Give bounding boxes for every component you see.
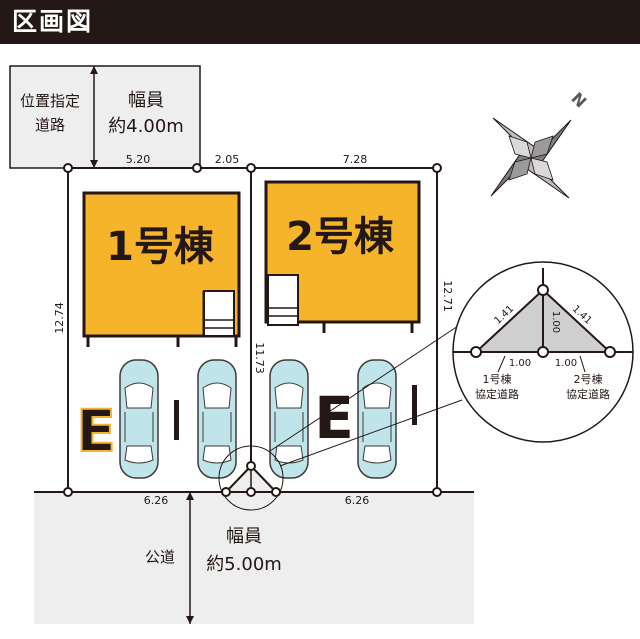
car xyxy=(269,359,309,479)
detail-left-base: 1.00 xyxy=(509,358,531,369)
building-1-label: 1号棟 xyxy=(106,224,215,270)
detail-label-1: 1号棟 xyxy=(483,372,512,386)
upper-road-name: 位置指定 xyxy=(20,92,80,110)
detail-right-base: 1.00 xyxy=(555,358,577,369)
detail-label-2: 協定道路 xyxy=(566,387,610,401)
building-2-label: 2号棟 xyxy=(286,214,395,260)
lower-road xyxy=(34,492,474,624)
survey-point xyxy=(63,163,73,173)
detail-point xyxy=(537,346,549,358)
detail-leader xyxy=(269,325,459,452)
header-bar: 区画図 xyxy=(0,0,640,44)
dim-right-side: 12.71 xyxy=(441,280,454,312)
gate-post xyxy=(174,400,179,440)
entrance-2-label: E xyxy=(314,384,354,452)
dim-top-right: 7.28 xyxy=(343,153,368,166)
detail-leader xyxy=(279,399,463,467)
survey-point xyxy=(432,163,442,173)
car xyxy=(197,359,237,479)
car xyxy=(357,359,397,479)
dim-middle: 11.73 xyxy=(253,342,266,374)
dim-bottom-left: 6.26 xyxy=(144,494,169,507)
building-1-porch xyxy=(203,290,235,337)
upper-road-width-value: 約4.00m xyxy=(108,116,184,137)
arrowhead xyxy=(90,66,98,74)
lower-road-width-value: 約5.00m xyxy=(206,554,282,575)
survey-point xyxy=(246,163,256,173)
upper-road-name: 道路 xyxy=(35,116,65,134)
north-label: N xyxy=(567,89,590,112)
compass-icon xyxy=(490,117,572,199)
arrowhead xyxy=(186,616,194,624)
dim-top-mid: 2.05 xyxy=(215,153,240,166)
entrance-1-label: E xyxy=(76,397,116,465)
dim-bottom-right: 6.26 xyxy=(345,494,370,507)
upper-road-width-label: 幅員 xyxy=(128,90,164,111)
car xyxy=(119,359,159,479)
detail-point xyxy=(537,284,549,296)
lower-road-name: 公道 xyxy=(145,548,175,566)
detail-leader xyxy=(579,355,586,373)
page-title: 区画図 xyxy=(12,7,94,36)
building-2-porch xyxy=(267,274,299,326)
corner-detail-marker xyxy=(218,445,284,511)
dim-top-left: 5.20 xyxy=(126,153,151,166)
detail-point xyxy=(470,346,482,358)
survey-point xyxy=(246,487,256,497)
detail-label-1: 協定道路 xyxy=(475,387,519,401)
detail-point xyxy=(604,346,616,358)
survey-point xyxy=(221,487,231,497)
lower-road-width-label: 幅員 xyxy=(226,526,262,547)
detail-leader xyxy=(497,355,506,373)
gate-post xyxy=(412,385,417,425)
detail-vertical: 1.00 xyxy=(550,311,561,333)
building-2 xyxy=(264,180,421,324)
dim-left-side: 12.74 xyxy=(53,302,66,334)
detail-label-2: 2号棟 xyxy=(574,372,603,386)
survey-points xyxy=(63,163,442,497)
survey-point xyxy=(246,461,256,471)
corner-detail: 1.41 1.41 1.00 1.00 1.00 1号棟 協定道路 2号棟 協定… xyxy=(452,261,634,443)
arrowhead xyxy=(90,160,98,168)
arrowhead xyxy=(186,492,194,500)
survey-point xyxy=(192,163,202,173)
survey-point xyxy=(271,487,281,497)
survey-point xyxy=(432,487,442,497)
survey-point xyxy=(63,487,73,497)
